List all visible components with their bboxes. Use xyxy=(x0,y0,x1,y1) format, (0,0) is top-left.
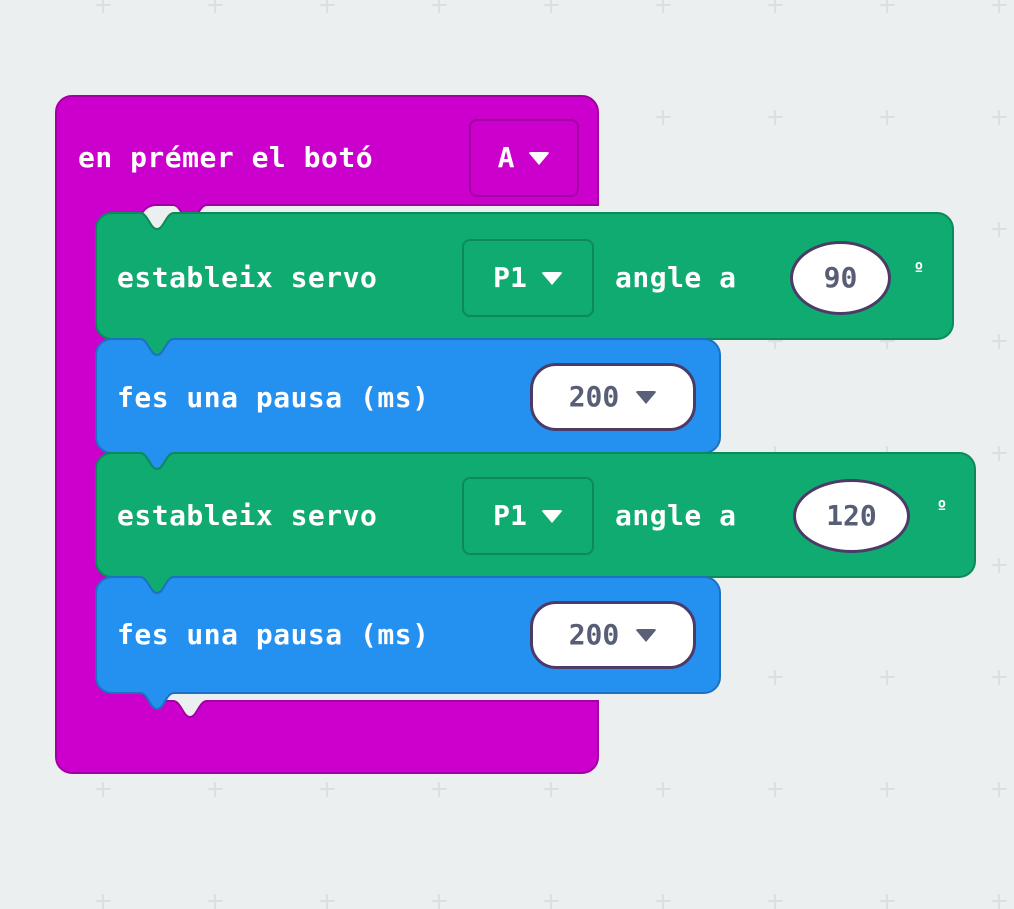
pause-block-1-duration-input[interactable]: 200 xyxy=(530,363,696,431)
chevron-down-icon[interactable] xyxy=(540,271,563,285)
grid-plus-mark xyxy=(544,894,559,909)
servo-block-1-pin-dropdown[interactable]: P1 xyxy=(462,239,594,317)
pause-block-1-label: fes una pausa (ms) xyxy=(117,381,430,414)
pause-block-1-duration-value: 200 xyxy=(568,380,620,413)
servo-block-1-label-before: estableix servo xyxy=(117,261,378,294)
pause-block-2-duration-value: 200 xyxy=(568,618,620,651)
servo-block-1-label-middle: angle a xyxy=(615,261,737,294)
servo-block-2-label-before: estableix servo xyxy=(117,499,378,532)
blocks-workspace[interactable]: en prémer el botó A estableix servo P1 a… xyxy=(0,0,1014,873)
button-selector-value: A xyxy=(497,141,515,174)
pause-block-2-duration-input[interactable]: 200 xyxy=(530,601,696,669)
grid-plus-mark xyxy=(992,894,1007,909)
servo-block-1-pin-value: P1 xyxy=(493,261,527,294)
grid-plus-mark xyxy=(208,894,223,909)
pause-block-2-label: fes una pausa (ms) xyxy=(117,618,430,651)
grid-plus-mark xyxy=(656,894,671,909)
grid-plus-mark xyxy=(768,894,783,909)
chevron-down-icon[interactable] xyxy=(540,509,563,523)
servo-block-2-label-middle: angle a xyxy=(615,499,737,532)
grid-plus-mark xyxy=(320,894,335,909)
button-selector-dropdown[interactable]: A xyxy=(469,119,579,197)
grid-plus-mark xyxy=(432,894,447,909)
servo-block-2-degree-unit: º xyxy=(936,497,948,519)
servo-block-2-angle-input[interactable]: 120 xyxy=(793,479,910,553)
servo-block-2-pin-dropdown[interactable]: P1 xyxy=(462,477,594,555)
servo-block-2-pin-value: P1 xyxy=(493,499,527,532)
chevron-down-icon[interactable] xyxy=(635,628,658,642)
grid-plus-mark xyxy=(880,894,895,909)
chevron-down-icon[interactable] xyxy=(528,151,551,165)
grid-plus-mark xyxy=(96,894,111,909)
servo-block-1-angle-input[interactable]: 90 xyxy=(790,241,891,315)
event-block-label: en prémer el botó xyxy=(78,141,374,174)
servo-block-1-degree-unit: º xyxy=(913,259,925,281)
chevron-down-icon[interactable] xyxy=(635,390,658,404)
